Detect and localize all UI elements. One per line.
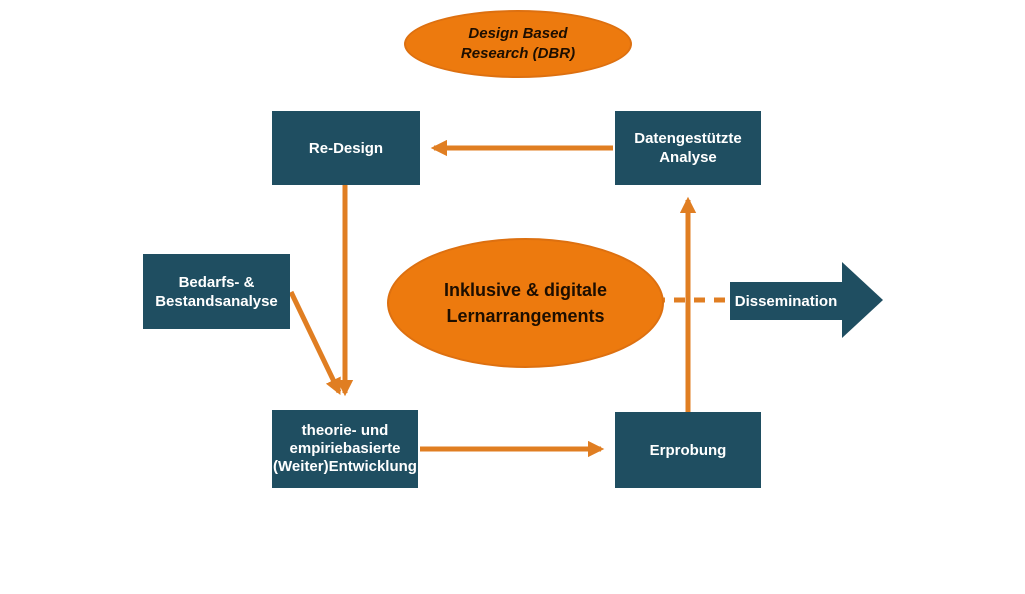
box-datengestuetzte-analyse: Datengestützte Analyse bbox=[615, 111, 761, 185]
box-re-design-label: Re-Design bbox=[308, 139, 384, 157]
box-weiterentwicklung: theorie- und empiriebasierte (Weiter)Ent… bbox=[272, 410, 418, 488]
center-ellipse-line2: Lernarrangements bbox=[446, 306, 605, 326]
box-bedarfs-line1: Bedarfs- & bbox=[178, 273, 255, 291]
box-erprobung-label: Erprobung bbox=[649, 441, 727, 459]
box-entwicklung-line3: (Weiter)Entwicklung bbox=[273, 458, 417, 475]
ellipse-design-based-research: Design Based Research (DBR) bbox=[404, 10, 632, 78]
box-bedarfs-bestandsanalyse: Bedarfs- & Bestandsanalyse bbox=[143, 254, 290, 329]
arrow-bedarfs-to-entwicklung bbox=[288, 290, 342, 395]
dbr-ellipse-line2: Research (DBR) bbox=[460, 45, 576, 62]
box-re-design: Re-Design bbox=[272, 111, 420, 185]
dissemination-label: Dissemination bbox=[734, 292, 838, 310]
ellipse-inklusive-digitale-lernarrangements: Inklusive & digitale Lernarrangements bbox=[387, 238, 664, 368]
box-entwicklung-line1: theorie- und bbox=[301, 422, 389, 439]
center-ellipse-line1: Inklusive & digitale bbox=[443, 280, 608, 300]
box-entwicklung-line2: empiriebasierte bbox=[289, 440, 401, 457]
box-analyse-line1: Datengestützte bbox=[634, 130, 742, 147]
box-analyse-line2: Analyse bbox=[659, 149, 717, 166]
dissemination-arrow-head bbox=[842, 262, 883, 338]
box-bedarfs-line2: Bestandsanalyse bbox=[155, 292, 278, 310]
box-erprobung: Erprobung bbox=[615, 412, 761, 488]
dbr-ellipse-line1: Design Based bbox=[468, 25, 568, 42]
dissemination-arrow-body: Dissemination bbox=[730, 282, 842, 320]
